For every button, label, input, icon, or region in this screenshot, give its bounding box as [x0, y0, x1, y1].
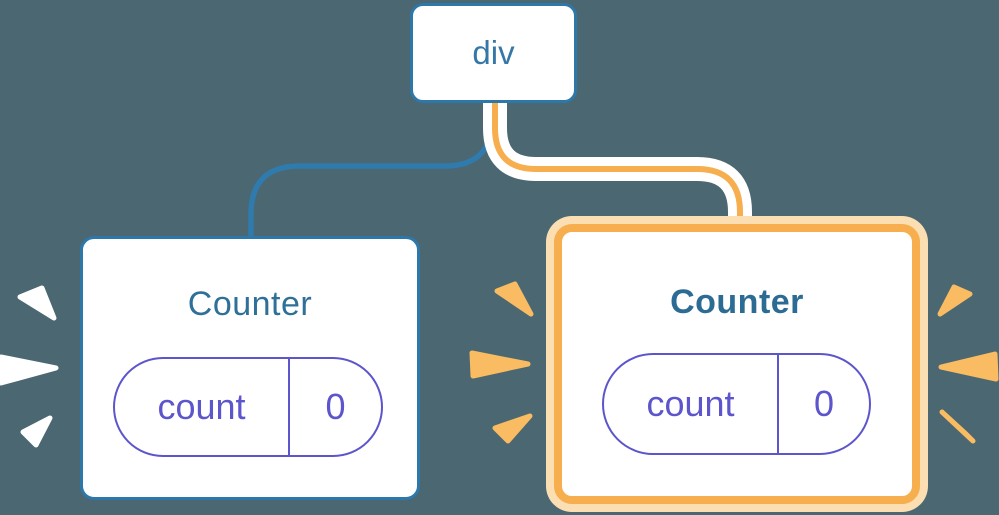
component-title: Counter — [187, 285, 313, 323]
counter-card-left: Counter count 0 — [80, 236, 420, 500]
spark-icon — [938, 351, 999, 382]
spark-icon — [492, 413, 533, 444]
sparks-left-counter — [0, 285, 59, 448]
state-key-label: count — [157, 386, 246, 427]
edge-parent-to-right-counter — [492, 101, 743, 218]
spark-icon — [0, 354, 59, 386]
component-title: Counter — [670, 283, 804, 321]
state-value: 0 — [288, 359, 381, 455]
spark-icon — [939, 409, 976, 444]
highlight-edge-casing — [483, 101, 752, 218]
spark-icon — [469, 350, 531, 379]
state-pill: count 0 — [602, 353, 871, 455]
sparks-right-counter — [469, 281, 999, 444]
root-node-div: div — [410, 3, 577, 103]
spark-icon — [937, 284, 973, 317]
spark-icon — [494, 281, 534, 317]
spark-icon — [17, 285, 57, 321]
state-value: 0 — [777, 355, 869, 453]
state-pill: count 0 — [113, 357, 383, 457]
state-key-label: count — [646, 383, 735, 424]
root-node-label: div — [472, 34, 515, 71]
spark-icon — [20, 415, 53, 448]
edge-parent-to-left-counter — [248, 101, 496, 238]
counter-card-right: Counter count 0 — [554, 224, 920, 504]
